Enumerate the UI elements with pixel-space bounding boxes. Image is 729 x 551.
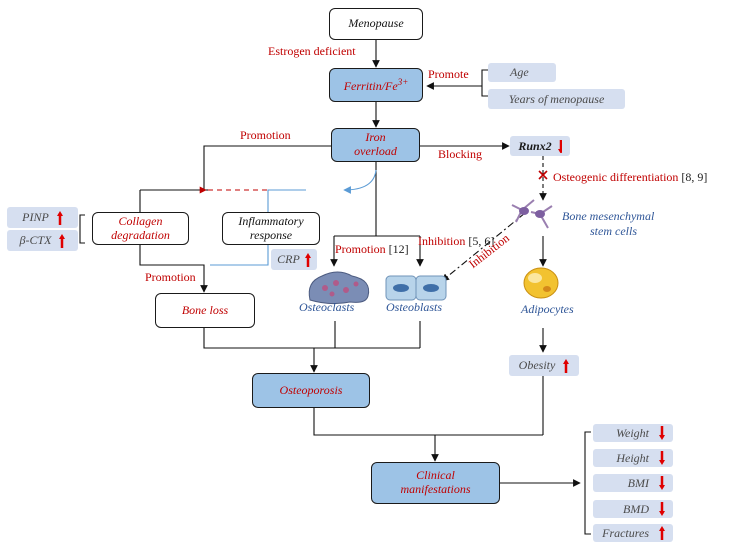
arrow-down-icon: [557, 139, 562, 153]
label-promotion-12: Promotion [12]: [335, 242, 409, 256]
label-promotion-bone-loss: Promotion: [145, 270, 196, 284]
arrow-up-icon: [56, 210, 63, 225]
label-osteoclasts: Osteoclasts: [299, 300, 355, 314]
label-osteoblasts: Osteoblasts: [386, 300, 443, 314]
manifestation-item: BMD: [593, 500, 673, 518]
manifestation-item: Fractures: [593, 524, 673, 542]
bracket-markers: [79, 214, 85, 244]
node-ferritin: Ferritin/Fe3+: [329, 68, 423, 102]
node-clinical-manifestations: Clinical manifestations: [371, 462, 500, 504]
pill-pinp: PINP: [7, 207, 78, 228]
block-cross: [538, 170, 548, 180]
arrow-up-icon: [59, 233, 66, 248]
edge-collagen-boneloss: [139, 245, 208, 293]
arrow-down-icon: [659, 451, 665, 465]
arrow-down-icon: [659, 502, 665, 516]
manifestation-label: Fractures: [602, 525, 649, 540]
label-blocking: Blocking: [438, 147, 482, 161]
bmsc-illustration: [511, 199, 553, 229]
manifestation-label: Weight: [616, 425, 649, 440]
arrow-down-icon: [659, 476, 665, 490]
node-collagen-degradation: Collagen degradation: [92, 212, 189, 245]
osteoblast-illustration: [385, 275, 447, 301]
arrow-up-icon: [563, 358, 570, 373]
pill-runx2: Runx2: [510, 136, 570, 156]
arrow-up-icon: [304, 252, 311, 267]
label-bmsc-line2: stem cells: [590, 224, 637, 238]
manifestation-label: BMD: [623, 501, 649, 516]
node-bone-loss: Bone loss: [155, 293, 255, 328]
manifestation-item: BMI: [593, 474, 673, 492]
bracket-manifestations: [584, 431, 591, 535]
pill-age: Age: [488, 63, 556, 82]
label-inhibition-56: Inhibition [5, 6]: [418, 234, 495, 248]
label-osteogenic-differentiation: Osteogenic differentiation [8, 9]: [553, 170, 708, 184]
label-estrogen-deficient: Estrogen deficient: [268, 44, 356, 58]
adipocyte-illustration: [523, 267, 559, 299]
pill-years-of-menopause: Years of menopause: [488, 89, 625, 109]
pill-obesity: Obesity: [509, 355, 579, 376]
edge-inflammatory-boneloss: [210, 245, 269, 266]
manifestation-label: Height: [616, 450, 649, 465]
node-inflammatory-response: Inflammatory response: [222, 212, 320, 245]
node-iron-overload: Iron overload: [331, 128, 420, 162]
label-promote: Promote: [428, 67, 469, 81]
label-promotion-left: Promotion: [240, 128, 291, 142]
pill-crp: CRP: [271, 249, 317, 270]
edge-bmsc-osteoblasts: [441, 212, 526, 282]
manifestation-item: Height: [593, 449, 673, 467]
node-menopause: Menopause: [329, 8, 423, 40]
bracket-age: [481, 69, 488, 97]
osteoclast-illustration: [308, 271, 370, 305]
edge-iron-inflammatory: [343, 169, 377, 194]
pill-b-ctx: β-CTX: [7, 230, 78, 251]
arrow-up-icon: [659, 526, 665, 540]
manifestation-label: BMI: [627, 475, 649, 490]
edge-iron-left: [203, 145, 331, 190]
manifestation-item: Weight: [593, 424, 673, 442]
label-adipocytes: Adipocytes: [521, 302, 574, 316]
node-osteoporosis: Osteoporosis: [252, 373, 370, 408]
arrow-down-icon: [659, 426, 665, 440]
label-bmsc-line1: Bone mesenchymal: [562, 209, 655, 223]
edge-to-inflammatory: [267, 189, 306, 212]
